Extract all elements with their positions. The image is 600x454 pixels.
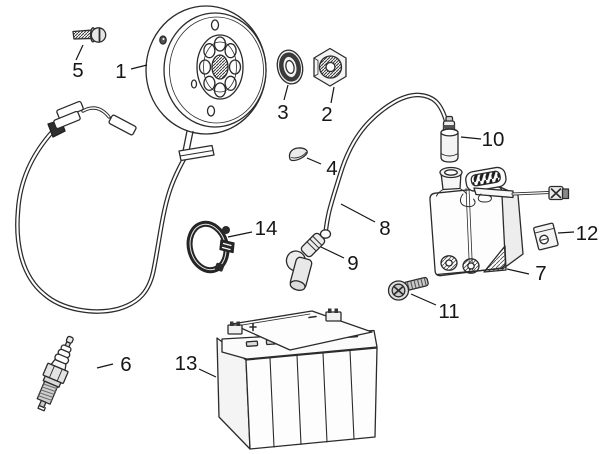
part-13-battery (216, 308, 378, 450)
leader-line-10 (460, 136, 482, 140)
wire-terminal-single (108, 114, 137, 136)
stator-wire-loop (15, 100, 187, 314)
part-6-spark-plug (36, 335, 74, 412)
part-7-ignition-coil (429, 166, 570, 277)
leader-line-8 (340, 203, 376, 223)
coil-gusset (483, 245, 507, 273)
coil-mount-eyelets (440, 255, 480, 274)
leader-line-12 (557, 231, 575, 234)
coil-hook (459, 193, 476, 208)
part-4-woodruff-key (288, 147, 308, 162)
battery-terminal-right (325, 308, 342, 322)
battery-minus-mark (308, 315, 317, 319)
coil-vent-grille (465, 166, 507, 192)
part-10-cable-boot (440, 115, 459, 163)
coil-lead-connector (548, 185, 570, 201)
rivet (159, 35, 167, 45)
part-label-1: 1 (115, 60, 126, 83)
leader-line-9 (320, 246, 345, 259)
part-label-3: 3 (277, 101, 288, 124)
flywheel-rotor (145, 5, 267, 162)
part-3-washer (276, 49, 304, 85)
coil-lead-wire (511, 191, 551, 196)
part-8-ht-cable (323, 92, 450, 236)
part-label-8: 8 (379, 217, 390, 240)
leader-line-7 (506, 268, 530, 275)
coil-ht-tower (436, 166, 467, 197)
leader-line-3 (283, 84, 289, 101)
part-label-5: 5 (72, 59, 83, 82)
part-12-clip (533, 222, 559, 251)
leader-line-2 (330, 86, 335, 104)
part-9-spark-plug-cap (285, 229, 332, 291)
part-label-13: 13 (175, 352, 198, 375)
battery-front-face (245, 347, 378, 450)
part-label-9: 9 (347, 252, 358, 275)
battery-terminal-left (227, 321, 243, 335)
wire-terminal-pair (53, 100, 84, 130)
leader-line-5 (75, 44, 84, 61)
leader-line-4 (306, 157, 322, 165)
leader-line-6 (96, 363, 114, 369)
part-label-4: 4 (326, 157, 337, 180)
part-11-screw (387, 276, 429, 301)
leader-line-11 (410, 293, 437, 306)
crankshaft-hole (211, 54, 229, 80)
part-label-6: 6 (120, 353, 131, 376)
part-label-14: 14 (255, 217, 278, 240)
leader-line-14 (227, 231, 253, 238)
leader-line-13 (198, 368, 217, 378)
part-label-2: 2 (321, 103, 332, 126)
part-labels: 5 1 3 2 4 10 8 9 7 12 11 14 6 13 (72, 44, 599, 378)
part-14-clamp-ring (186, 220, 235, 274)
hub-bolt-holes (198, 36, 242, 98)
leader-line-1 (130, 64, 148, 70)
coil-bracket (473, 187, 514, 199)
part-label-10: 10 (482, 128, 505, 151)
battery-plus-mark (249, 322, 257, 332)
part-label-7: 7 (535, 262, 546, 285)
part-label-11: 11 (438, 300, 459, 323)
part-5-screw (72, 27, 107, 43)
part-2-nut (313, 47, 347, 87)
part-label-12: 12 (576, 222, 599, 245)
